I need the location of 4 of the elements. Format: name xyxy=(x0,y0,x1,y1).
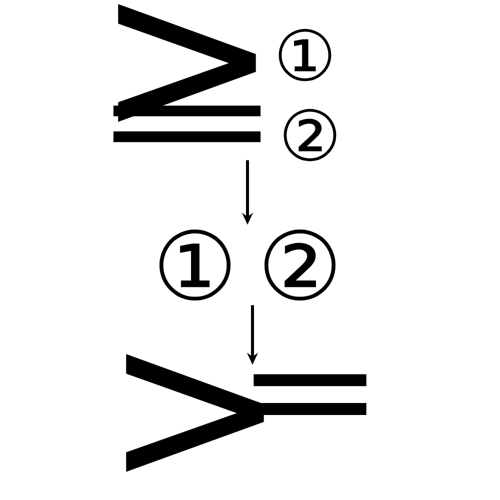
circled-number: ① xyxy=(159,229,231,301)
circled-number: ② xyxy=(284,108,336,162)
circled-number: ② xyxy=(264,229,336,301)
circled-number: ① xyxy=(278,28,332,82)
